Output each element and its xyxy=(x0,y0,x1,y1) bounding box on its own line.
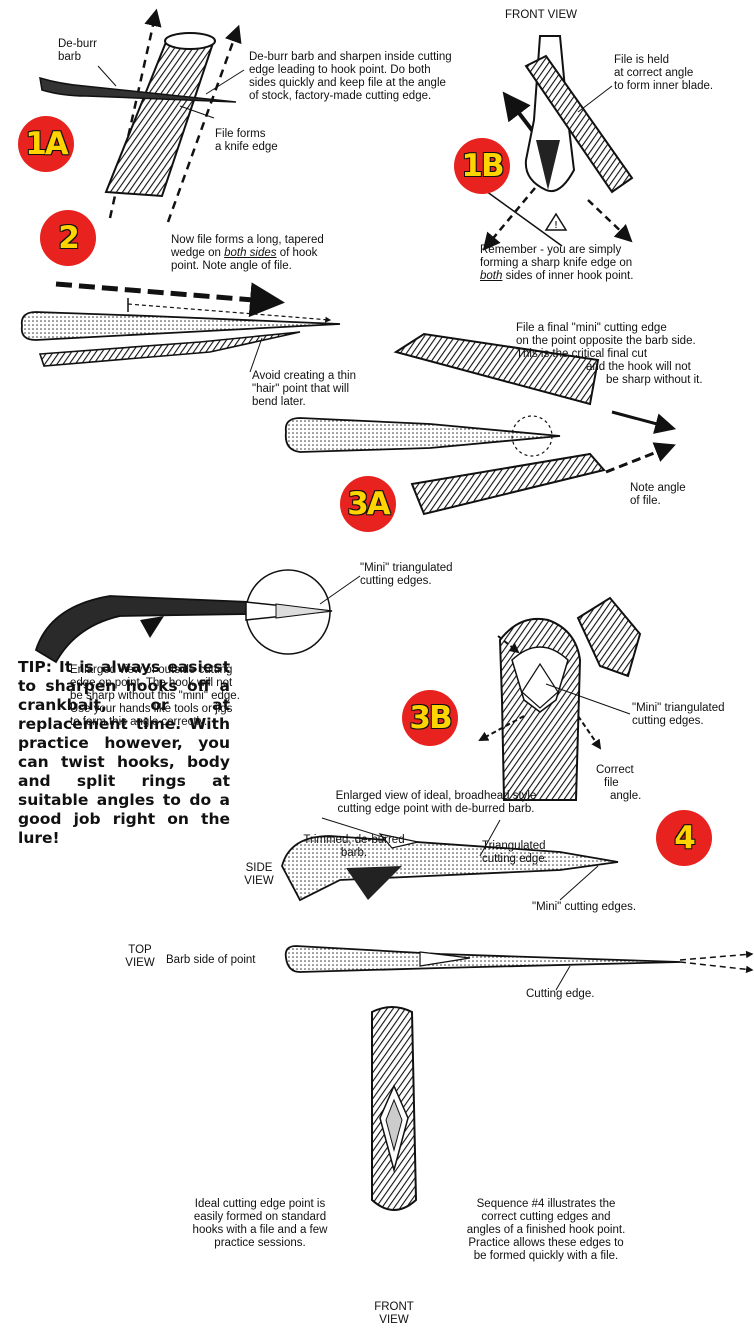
cutting-edge-label: Cutting edge. xyxy=(526,988,594,1001)
step-badge-1b: 1B xyxy=(454,138,510,194)
file-held-label: File is held at correct angle to form in… xyxy=(614,54,713,93)
front-view-title: FRONT VIEW xyxy=(505,9,577,22)
file-forms-label: File forms a knife edge xyxy=(215,128,278,154)
note-angle-label: Note angle of file. xyxy=(630,482,686,508)
avoid-hair-point-note: Avoid creating a thin "hair" point that … xyxy=(252,370,356,409)
step-2-illustration xyxy=(22,284,340,372)
hook-top xyxy=(286,946,680,972)
mini-triangulated-label-3b: "Mini" triangulated cutting edges. xyxy=(632,702,725,728)
step-badge-2: 2 xyxy=(40,210,96,266)
step-badge-3b: 3B xyxy=(402,690,458,746)
barb-side-label: Barb side of point xyxy=(166,954,256,967)
mini-triangulated-label-3a: "Mini" triangulated cutting edges. xyxy=(360,562,453,588)
remember-note: Remember - you are simply forming a shar… xyxy=(480,244,633,283)
front-view-label-bottom: FRONT VIEW xyxy=(364,1301,424,1327)
hook-point xyxy=(22,312,340,340)
step-badge-4: 4 xyxy=(656,810,712,866)
sequence-4-note: Sequence #4 illustrates the correct cutt… xyxy=(446,1198,646,1263)
step-4-title: Enlarged view of ideal, broadhead style … xyxy=(286,790,586,816)
step-badge-3a: 3A xyxy=(340,476,396,532)
correct-file-angle-label: Correct file angle. xyxy=(596,764,641,803)
emphasis-both: both xyxy=(480,270,502,282)
tip-text: TIP: It is always easiest to sharpen hoo… xyxy=(18,658,230,848)
step-2-instruction: Now file forms a long, tapered wedge on … xyxy=(171,234,324,273)
file-bottom xyxy=(412,454,604,514)
file xyxy=(578,598,640,676)
step-4-top-illustration xyxy=(286,946,752,990)
step-badge-1a: 1A xyxy=(18,116,74,172)
step-3a-instruction: File a final "mini" cutting edge on the … xyxy=(516,322,703,387)
step-3-enlarged-illustration xyxy=(36,570,360,662)
hook-point xyxy=(286,418,560,452)
deburr-barb-label: De-burr barb xyxy=(58,38,97,64)
mini-cutting-edges-label: "Mini" cutting edges. xyxy=(532,901,636,914)
ideal-edge-note: Ideal cutting edge point is easily forme… xyxy=(160,1198,360,1250)
step-4-front-illustration xyxy=(372,1007,416,1210)
step-1a-instruction: De-burr barb and sharpen inside cutting … xyxy=(249,51,452,103)
top-view-label: TOP VIEW xyxy=(120,944,160,970)
emphasis-both-sides: both sides xyxy=(224,247,276,259)
triangulated-edge-label: Triangulated cutting edge. xyxy=(482,840,548,866)
trimmed-barb-label: Trimmed, de-burred barb. xyxy=(294,834,414,860)
side-view-label: SIDE VIEW xyxy=(236,862,282,888)
svg-text:!: ! xyxy=(554,220,558,231)
file xyxy=(106,40,214,196)
